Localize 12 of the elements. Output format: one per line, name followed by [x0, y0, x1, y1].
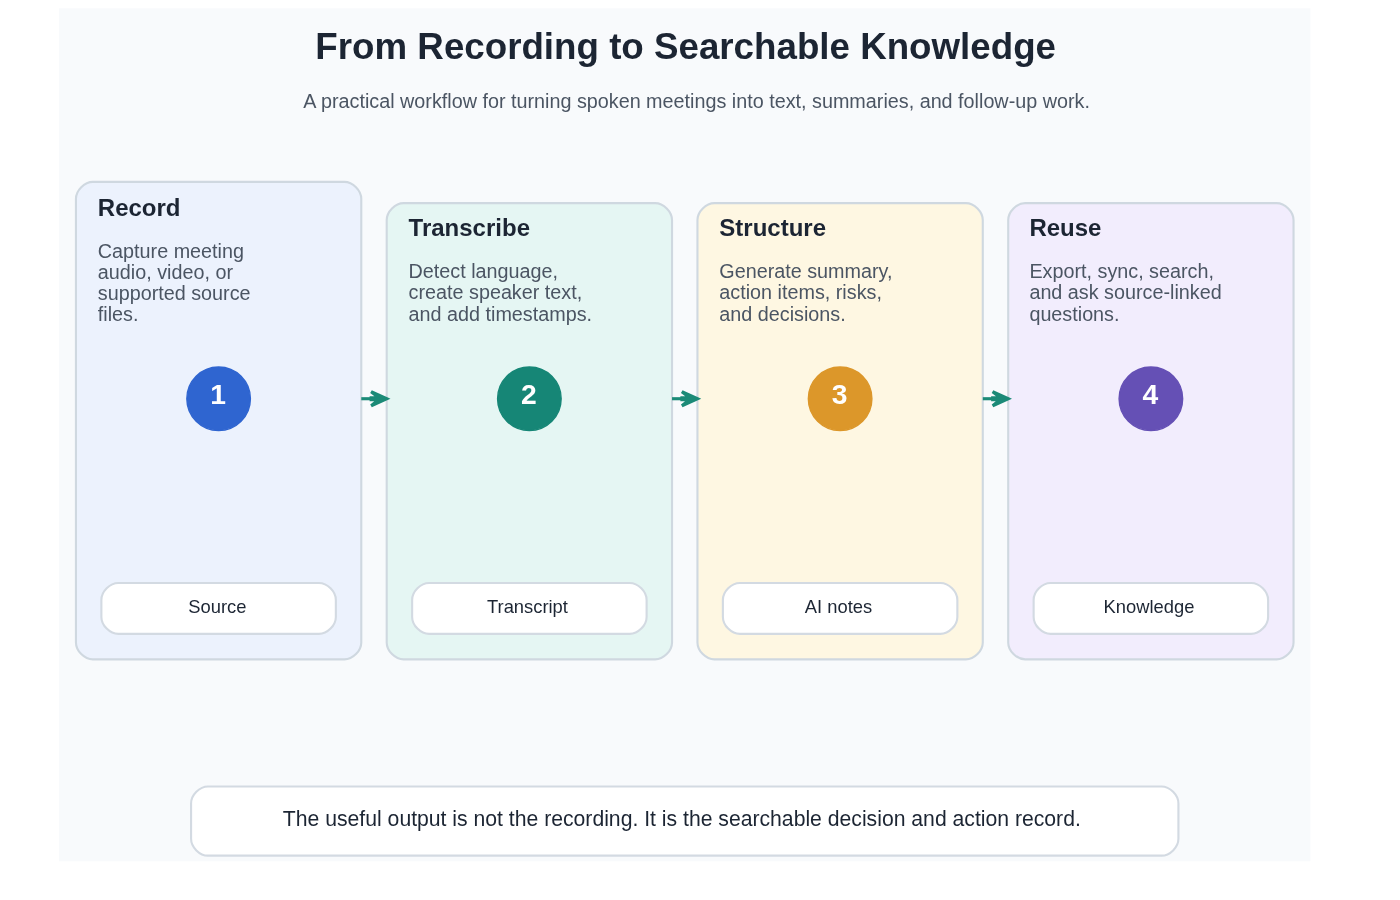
node-box: Transcript [411, 582, 648, 635]
node-circle: 1 [186, 366, 252, 432]
node-circle: 2 [496, 366, 562, 432]
node-box: AI notes [721, 582, 959, 635]
node-box: Knowledge [1032, 582, 1270, 635]
node-box: Source [100, 582, 337, 635]
arrow [361, 390, 389, 408]
diagram-title: From Recording to Searchable Knowledge [315, 26, 1056, 68]
caption: A practical workflow for turning spoken meetings into text, summaries, and follow-up work. [303, 90, 1090, 113]
node-box: The useful output is not the recording. It is the searchable decision and action record. [190, 785, 1180, 857]
node-circle: 3 [807, 366, 873, 432]
node-circle: 4 [1118, 366, 1184, 432]
